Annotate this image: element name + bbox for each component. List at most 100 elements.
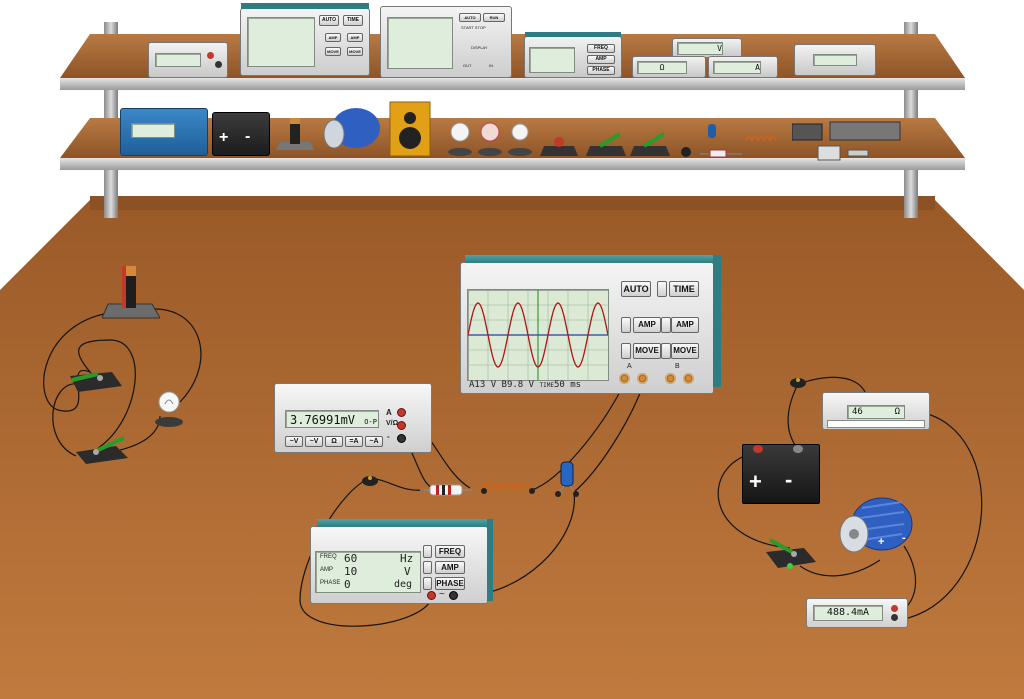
shelf-power-supply-lcd [131,123,175,138]
shelf-scope-amp-button: AMP [325,33,341,42]
oscilloscope-status: A13 V B9.8 V TIME50 ms [469,380,581,390]
generator-output-jack-red[interactable] [427,591,436,600]
shelf-scope-move-button: MOVE [347,47,363,56]
generator-freq-adjust[interactable] [423,545,432,558]
inductor-coil[interactable] [480,476,536,498]
shelf-small-parts[interactable] [678,120,790,160]
shelf-oscilloscope[interactable]: AUTO TIME AMP AMP MOVE MOVE [240,3,370,76]
terminal-post-right[interactable] [788,374,808,388]
shelf-monitors[interactable] [791,120,902,164]
multimeter-ac-volt-button[interactable]: ~V [285,436,303,447]
oscilloscope-channel-b-jack-2[interactable] [683,373,694,384]
multimeter-dc-amp-button[interactable]: =A [345,436,363,447]
shelf-digital-scope-screen [387,17,453,69]
oscilloscope-time-button[interactable]: TIME [669,281,699,297]
ohmmeter-slider[interactable] [827,420,925,428]
cell-holder[interactable] [101,264,161,326]
multimeter-ac-amp-button[interactable]: ~A [365,436,383,447]
multimeter-jack-a[interactable] [397,408,406,417]
battery[interactable]: + - [742,444,820,504]
shelf-ammeter[interactable]: A [708,56,778,78]
shelf-digital-scope[interactable]: AUTO RUN START STOP DISPLAY OUT IN [380,6,512,78]
multimeter[interactable]: 3.76991mV O-P ~V ~V Ω =A ~A A V/Ω - [274,383,432,453]
oscilloscope-amp-a-adjust[interactable] [621,317,631,333]
oscilloscope-move-a-button[interactable]: MOVE [633,343,661,359]
generator-amp-button[interactable]: AMP [435,561,465,574]
shelf-ohmmeter[interactable]: Ω [632,56,706,78]
ammeter-positive-jack[interactable] [891,605,898,612]
multimeter-jack-v[interactable] [397,421,406,430]
oscilloscope-time-adjust[interactable] [657,281,667,297]
oscilloscope-auto-button[interactable]: AUTO [621,281,651,297]
generator-phase-button[interactable]: PHASE [435,577,465,590]
light-bulb[interactable] [152,388,186,430]
shelf-multimeter-lcd [155,53,201,67]
multimeter-ohm-button[interactable]: Ω [325,436,343,447]
ohmmeter[interactable]: 46 Ω [822,392,930,430]
capacitor[interactable] [552,460,582,500]
knife-switch-1[interactable] [64,362,124,398]
shelf-ammeter-lcd: A [713,61,761,74]
shelf-counter[interactable] [794,44,876,76]
multimeter-dc-volt-button[interactable]: ~V [305,436,323,447]
multimeter-jack-com[interactable] [397,434,406,443]
resistor[interactable] [420,482,472,496]
generator-freq-button[interactable]: FREQ [435,545,465,558]
electric-motor[interactable]: + - [832,494,916,566]
battery-negative-terminal[interactable] [793,445,803,453]
battery-positive-terminal[interactable] [753,445,763,453]
knife-switch-2[interactable] [72,432,132,468]
shelf-multimeter-jack [215,61,222,68]
oscilloscope-move-a-adjust[interactable] [621,343,631,359]
shelf-battery-plus: + [219,129,229,146]
ammeter-negative-jack[interactable] [891,614,898,621]
shelf-function-generator[interactable]: FREQ AMP PHASE [524,32,622,78]
signal-generator[interactable]: FREQ 60 Hz AMP 10 V PHASE 0 deg FREQ AMP… [310,519,493,604]
oscilloscope-top-cover [465,255,717,263]
shelf-switches[interactable] [540,124,670,160]
generator-output-jack-black[interactable] [449,591,458,600]
motor-minus-symbol: - [902,532,906,544]
oscilloscope-screen [467,289,609,381]
shelf-gen-phase-button: PHASE [587,66,615,75]
oscilloscope-amp-b-button[interactable]: AMP [671,317,699,333]
generator-amp-adjust[interactable] [423,561,432,574]
generator-freq-value: 60 [344,552,358,565]
oscilloscope-channel-a-jack-1[interactable] [619,373,630,384]
shelf-battery[interactable]: + - [212,112,270,156]
multimeter-jack-a-label: A [386,408,392,417]
motor-plus-symbol: + [878,536,885,548]
oscilloscope-channel-b-label: B [675,363,680,370]
generator-amp-unit: V [404,565,411,578]
oscilloscope[interactable]: A13 V B9.8 V TIME50 ms AUTO TIME AMP AMP… [460,255,721,394]
oscilloscope-move-b-button[interactable]: MOVE [671,343,699,359]
shelf-power-supply[interactable] [120,108,208,156]
shelf-voltmeter[interactable]: V [672,38,742,58]
oscilloscope-amp-b-adjust[interactable] [661,317,671,333]
ohmmeter-display: 46 Ω [847,405,905,419]
battery-plus-symbol: + [749,469,762,494]
oscilloscope-move-b-adjust[interactable] [661,343,671,359]
ammeter[interactable]: 488.4mA [806,598,908,628]
shelf-cell[interactable] [276,114,314,154]
generator-phase-label: PHASE [320,580,341,586]
shelf-multimeter[interactable] [148,42,228,78]
multimeter-display: 3.76991mV O-P [285,410,379,428]
generator-amp-value: 10 [344,565,358,578]
shelf-motor[interactable] [320,104,382,156]
shelf-bulbs[interactable] [446,118,536,158]
generator-ac-symbol: ~ [439,589,445,600]
shelf-speaker[interactable] [388,100,434,158]
signal-generator-side [487,519,493,601]
terminal-post[interactable] [360,472,380,486]
oscilloscope-time-label: TIME [539,382,554,389]
knife-switch-right[interactable] [762,532,820,574]
oscilloscope-amp-a-button[interactable]: AMP [633,317,661,333]
shelf-gen-amp-button: AMP [587,55,615,64]
shelf-oscilloscope-screen [247,17,315,67]
generator-amp-label: AMP [320,567,334,573]
generator-phase-adjust[interactable] [423,577,432,590]
multimeter-jack-com-label: - [387,432,390,441]
oscilloscope-channel-b-jack-1[interactable] [665,373,676,384]
oscilloscope-channel-a-jack-2[interactable] [637,373,648,384]
